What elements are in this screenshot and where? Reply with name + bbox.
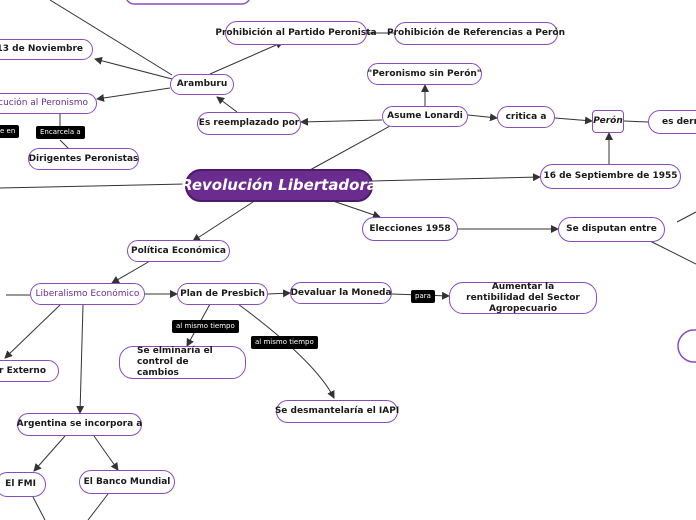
edge-plan-iapi (237, 303, 335, 399)
label-e-en: e en (0, 125, 20, 138)
node-sector-externo[interactable]: ctor Externo (0, 360, 59, 382)
node-dirigentes-peronistas[interactable]: Dirigentes Peronistas (28, 148, 139, 170)
label-para: para (411, 290, 435, 303)
node-argentina-se-incorpora[interactable]: Argentina se incorpora a (17, 413, 142, 436)
edge-lonardi-critica (467, 113, 498, 122)
label-al-mismo-tiempo-2: al mismo tiempo (251, 336, 318, 349)
node-persecucion-peronismo[interactable]: secución al Peronismo (0, 93, 97, 114)
node-es-reemplazado-por[interactable]: Es reemplazado por (197, 112, 301, 135)
edge-central-politica (192, 201, 254, 242)
edge-liberalismo-argentina (76, 304, 85, 414)
node-aumentar-rentabilidad[interactable]: Aumentar la rentibilidad del Sector Agro… (449, 282, 597, 314)
node-prohibicion-referencias[interactable]: Prohibición de Referencias a Perón (387, 22, 565, 45)
label-al-mismo-tiempo-1: al mismo tiempo (172, 320, 239, 333)
edge-central-offleft (0, 183, 186, 189)
node-aramburu[interactable]: Aramburu (170, 74, 234, 95)
edge-plan-devaluar (267, 289, 291, 298)
node-el-fmi[interactable]: El FMI (0, 472, 46, 497)
node-revolucion-libertadora[interactable]: Revolución Libertadora (181, 169, 377, 202)
edge-lonardi-reemplazado (300, 117, 383, 126)
node-control-cambios[interactable]: Se elminaría el control de cambios (119, 346, 246, 379)
node-es-derrocado[interactable]: es derro (648, 110, 696, 134)
node-critica-a[interactable]: critica a (497, 106, 555, 128)
node-elecciones-1958[interactable]: Elecciones 1958 (362, 217, 458, 241)
node-desmantelaria-iapi[interactable]: Se desmantelaría el IAPI (275, 400, 399, 423)
edge-reemplazado-aramburu (216, 96, 238, 113)
edge-banco-offbottom (87, 493, 109, 520)
node-politica-economica[interactable]: Política Económica (127, 240, 230, 262)
edge-central-elecciones (329, 199, 381, 219)
node-liberalismo-economico[interactable]: Liberalismo Económico (30, 283, 145, 305)
node-el-13-de-noviembre[interactable]: El 13 de Noviembre (0, 39, 93, 60)
edge-aramburu-prohibicion (209, 41, 284, 75)
node-peronismo-sin-peron[interactable]: "Peronismo sin Perón" (367, 63, 482, 85)
edge-offscreen-aramburu (49, 0, 173, 76)
edge-central-lonardi (309, 125, 391, 171)
node-el-banco-mundial[interactable]: El Banco Mundial (79, 470, 175, 494)
edge-politica-liberalismo (111, 260, 151, 284)
label-encarcela-a: Encarcela a (36, 126, 85, 139)
edge-fmi-offbottom (32, 496, 46, 520)
offscreen-node-top (126, 0, 250, 5)
node-devaluar-moneda[interactable]: Devaluar la Moneda (290, 282, 392, 304)
edge-peron-derrocado (623, 120, 649, 123)
node-asume-lonardi[interactable]: Asume Lonardi (382, 106, 468, 127)
node-se-disputan-entre[interactable]: Se disputan entre (558, 217, 665, 242)
node-16-septiembre-1955[interactable]: 16 de Septiembre de 1955 (540, 164, 681, 189)
edge-argentina-banco (93, 435, 119, 471)
node-prohibicion-partido[interactable]: Prohibición al Partido Peronista (215, 21, 377, 45)
node-plan-presbich[interactable]: Plan de Presbich (177, 283, 268, 305)
edge-disputan-offright-2 (649, 240, 696, 265)
node-peron[interactable]: Perón (592, 110, 624, 133)
edge-disputan-offright-1 (676, 211, 696, 223)
edge-argentina-fmi (33, 435, 66, 472)
offscreen-node-right (677, 329, 696, 363)
edge-critica-peron (554, 116, 593, 125)
edge-liberalismo-sector (4, 304, 61, 359)
edge-aramburu-el13 (94, 56, 177, 81)
edge-aramburu-persecucion (96, 87, 171, 102)
edge-central-septiembre (371, 173, 541, 182)
